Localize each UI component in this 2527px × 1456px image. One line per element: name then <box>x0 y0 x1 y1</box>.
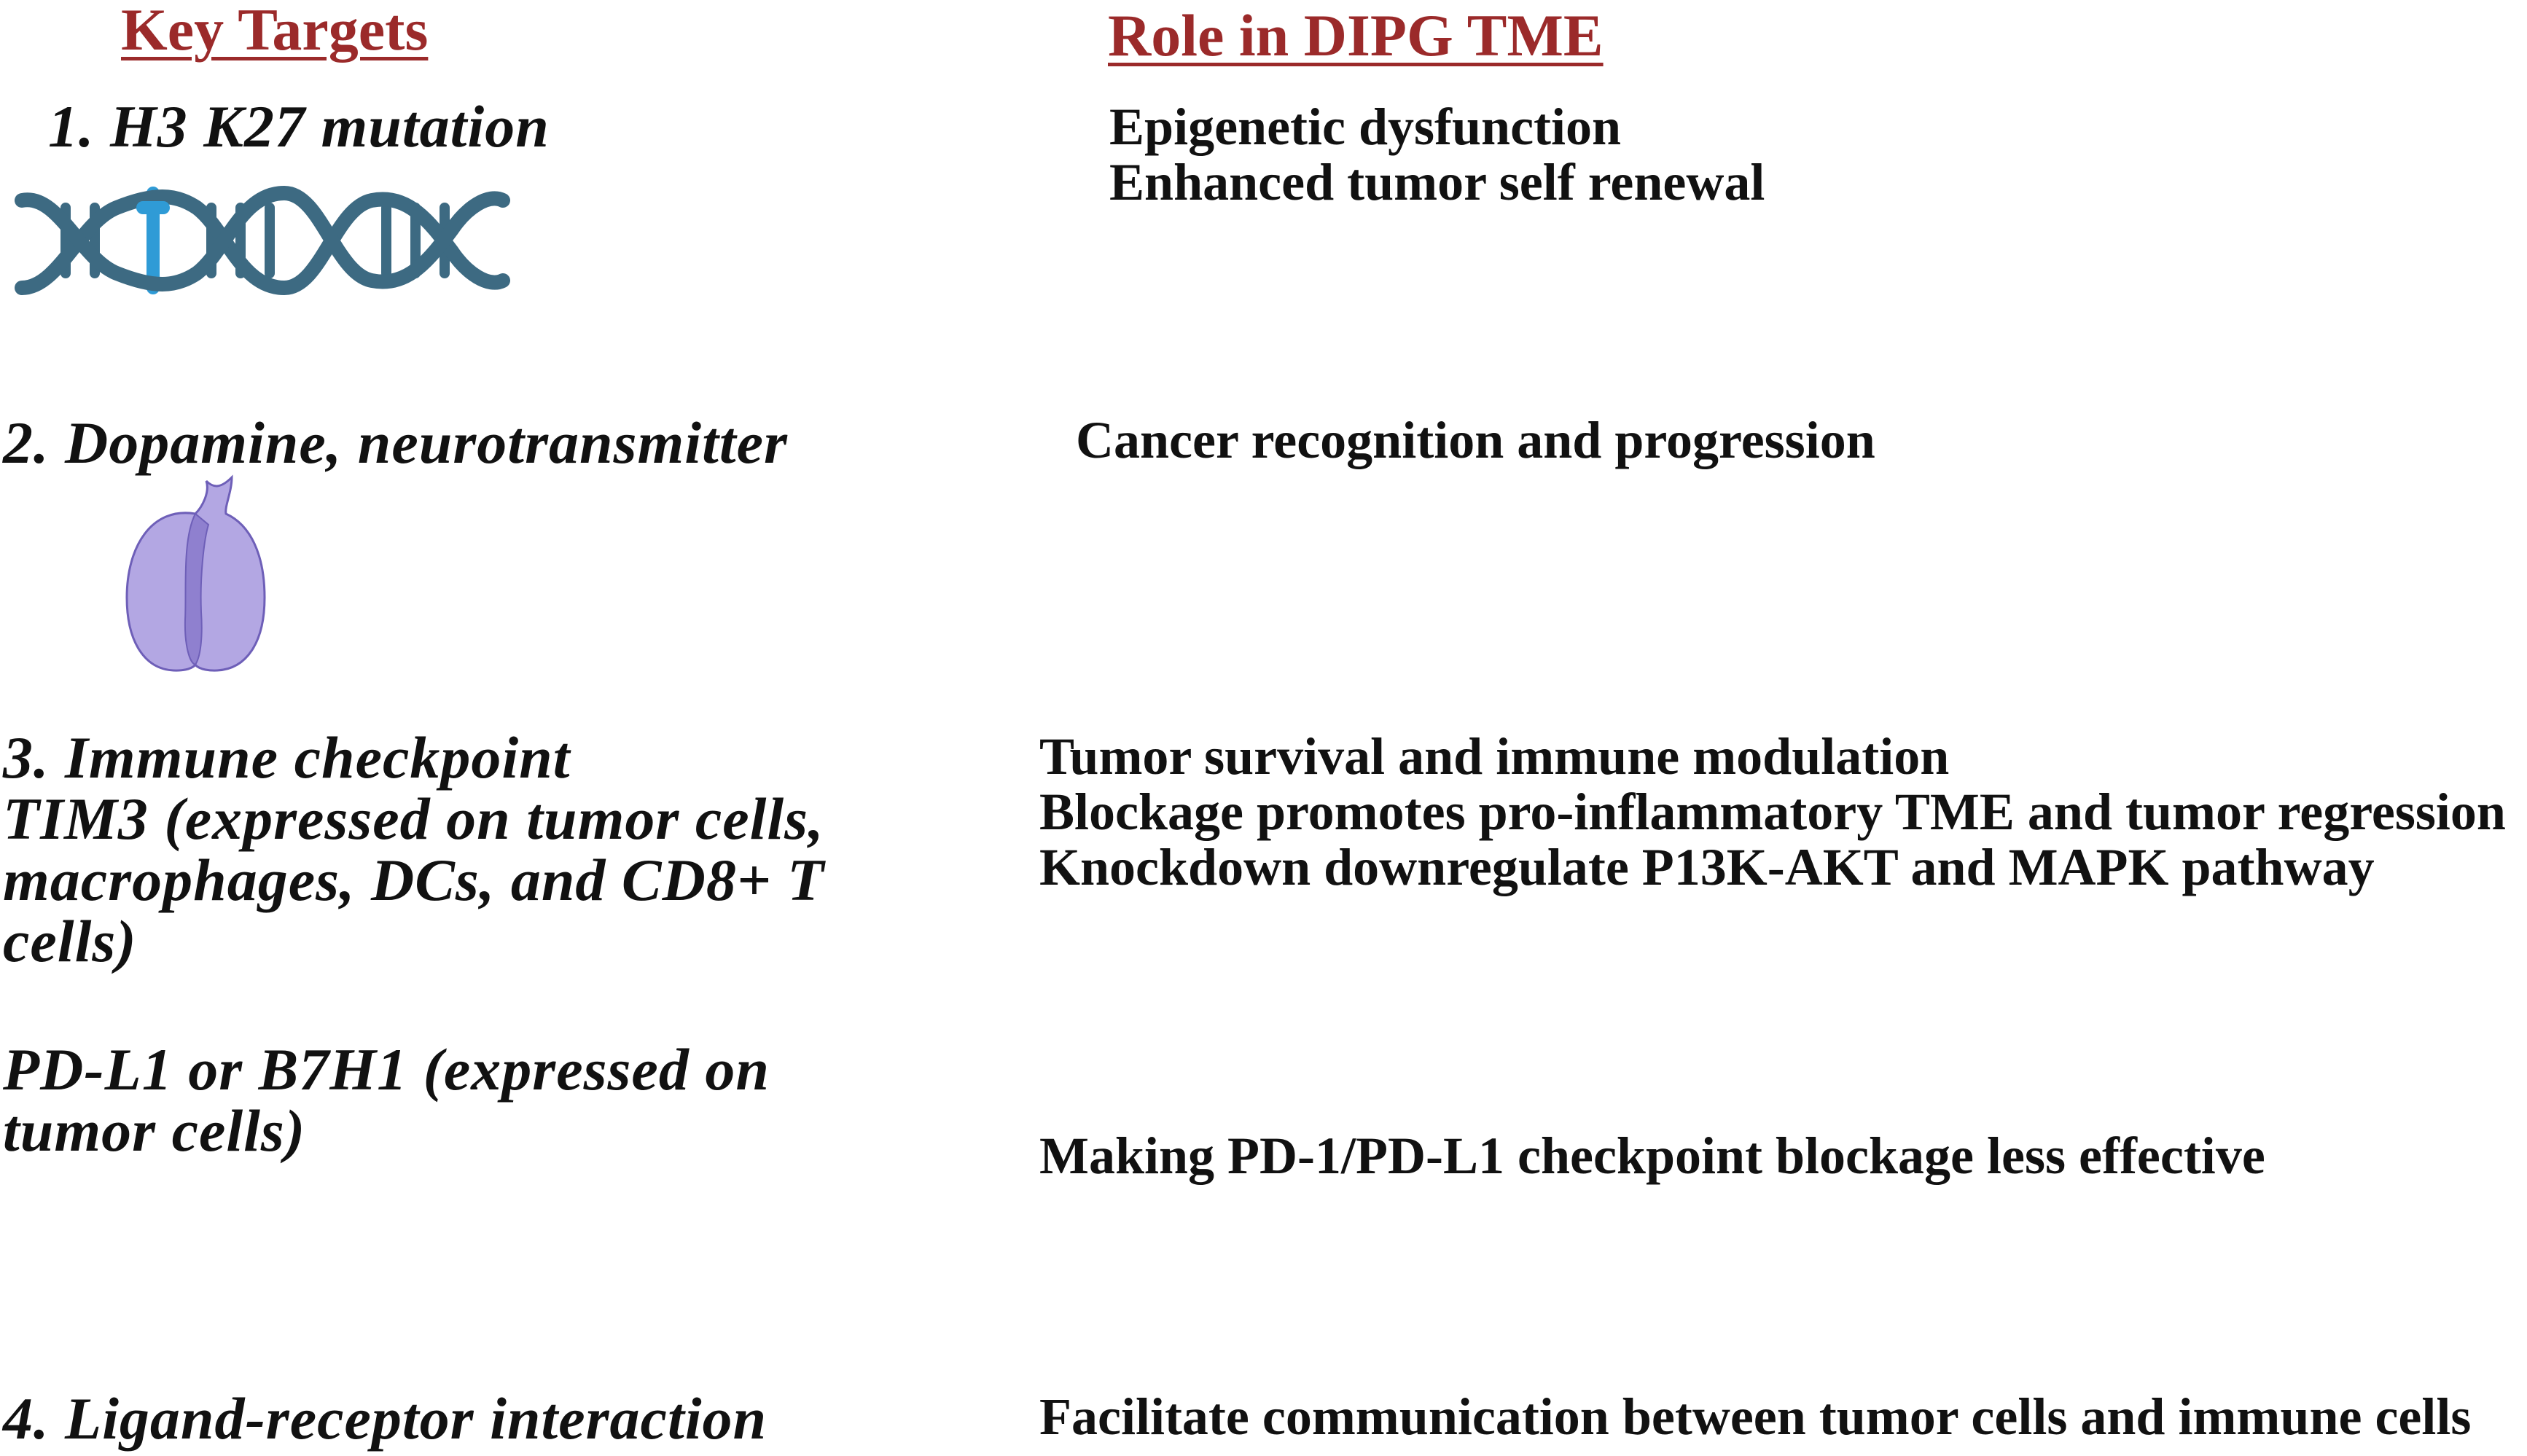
role-h3k27: Epigenetic dysfunction Enhanced tumor se… <box>1109 99 1765 210</box>
target-immune-checkpoint: 3. Immune checkpoint TIM3 (expressed on … <box>3 727 824 972</box>
dopamine-receptor-icon <box>125 474 266 672</box>
role-line: Knockdown downregulate P13K-AKT and MAPK… <box>1039 838 2375 896</box>
role-pdl1: Making PD-1/PD-L1 checkpoint blockage le… <box>1039 1127 2265 1185</box>
target-line: tumor cells) <box>3 1097 306 1164</box>
dna-helix-icon <box>15 185 510 296</box>
target-line: TIM3 (expressed on tumor cells, <box>3 786 824 852</box>
target-line: 3. Immune checkpoint <box>3 724 571 791</box>
target-line: macrophages, DCs, and CD8+ T <box>3 847 825 913</box>
target-line: cells) <box>3 908 137 974</box>
role-header: Role in DIPG TME <box>1108 2 1604 69</box>
role-ligand-receptor: Facilitate communication between tumor c… <box>1039 1387 2472 1446</box>
role-immune-checkpoint: Tumor survival and immune modulation Blo… <box>1039 729 2506 895</box>
role-line: Tumor survival and immune modulation <box>1039 727 1950 786</box>
target-pdl1: PD-L1 or B7H1 (expressed on tumor cells) <box>3 1039 770 1162</box>
target-line: PD-L1 or B7H1 (expressed on <box>3 1036 770 1103</box>
role-line: Epigenetic dysfunction <box>1109 98 1622 156</box>
role-line: Enhanced tumor self renewal <box>1109 153 1765 211</box>
target-h3k27: 1. H3 K27 mutation <box>48 93 550 160</box>
target-ligand-receptor: 4. Ligand-receptor interaction <box>3 1385 768 1452</box>
role-line: Blockage promotes pro-inflammatory TME a… <box>1039 783 2506 841</box>
key-targets-header: Key Targets <box>121 0 429 63</box>
role-dopamine: Cancer recognition and progression <box>1076 411 1875 469</box>
target-dopamine: 2. Dopamine, neurotransmitter <box>3 410 788 476</box>
